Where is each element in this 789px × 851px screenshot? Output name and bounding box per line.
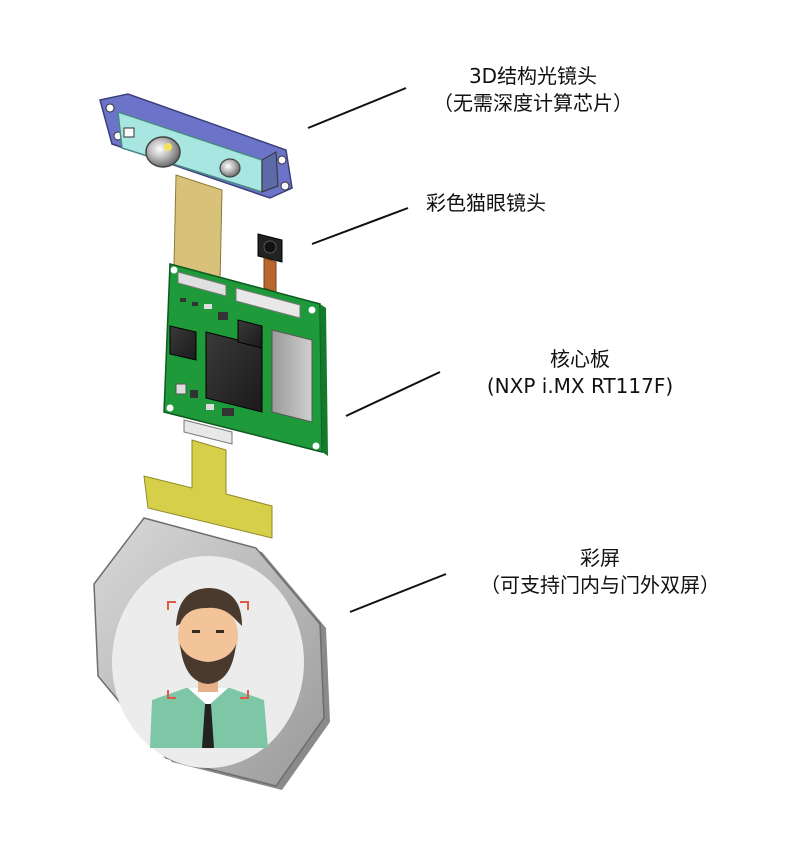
label-core-board-chip: (NXP i.MX RT117F) — [486, 374, 674, 398]
ir-emitter-icon — [123, 127, 135, 138]
screen-flex-cable — [143, 439, 273, 539]
leader-line-lens — [307, 87, 407, 129]
label-screen-title: 彩屏 — [580, 546, 620, 570]
label-screen-note: （可支持门内与门外双屏） — [480, 573, 720, 597]
main-lens-icon — [145, 136, 181, 168]
flash-module — [271, 329, 313, 423]
label-screen: 彩屏 （可支持门内与门外双屏） — [450, 545, 750, 599]
structured-light-lens-module — [99, 93, 293, 283]
face-detection-frame-icon — [167, 601, 249, 699]
color-screen — [93, 517, 330, 790]
label-3d-lens-note: （无需深度计算芯片） — [433, 91, 633, 115]
leader-line-board — [345, 371, 441, 417]
lens-flex-cable — [173, 174, 223, 283]
core-board-pcb — [163, 263, 328, 456]
label-core-board: 核心板 (NXP i.MX RT117F) — [450, 346, 710, 400]
label-3d-lens: 3D结构光镜头 （无需深度计算芯片） — [408, 63, 658, 117]
face-avatar-icon — [150, 588, 268, 748]
label-3d-lens-title: 3D结构光镜头 — [468, 64, 598, 88]
secondary-lens-icon — [219, 158, 241, 178]
leader-line-camera — [311, 207, 409, 245]
label-core-board-title: 核心板 — [550, 347, 610, 371]
leader-line-screen — [349, 573, 447, 613]
color-cat-eye-camera — [257, 233, 283, 293]
camera-flex-cable — [263, 257, 277, 293]
label-cat-eye-camera-title: 彩色猫眼镜头 — [426, 191, 546, 215]
label-cat-eye-camera: 彩色猫眼镜头 — [416, 190, 556, 217]
